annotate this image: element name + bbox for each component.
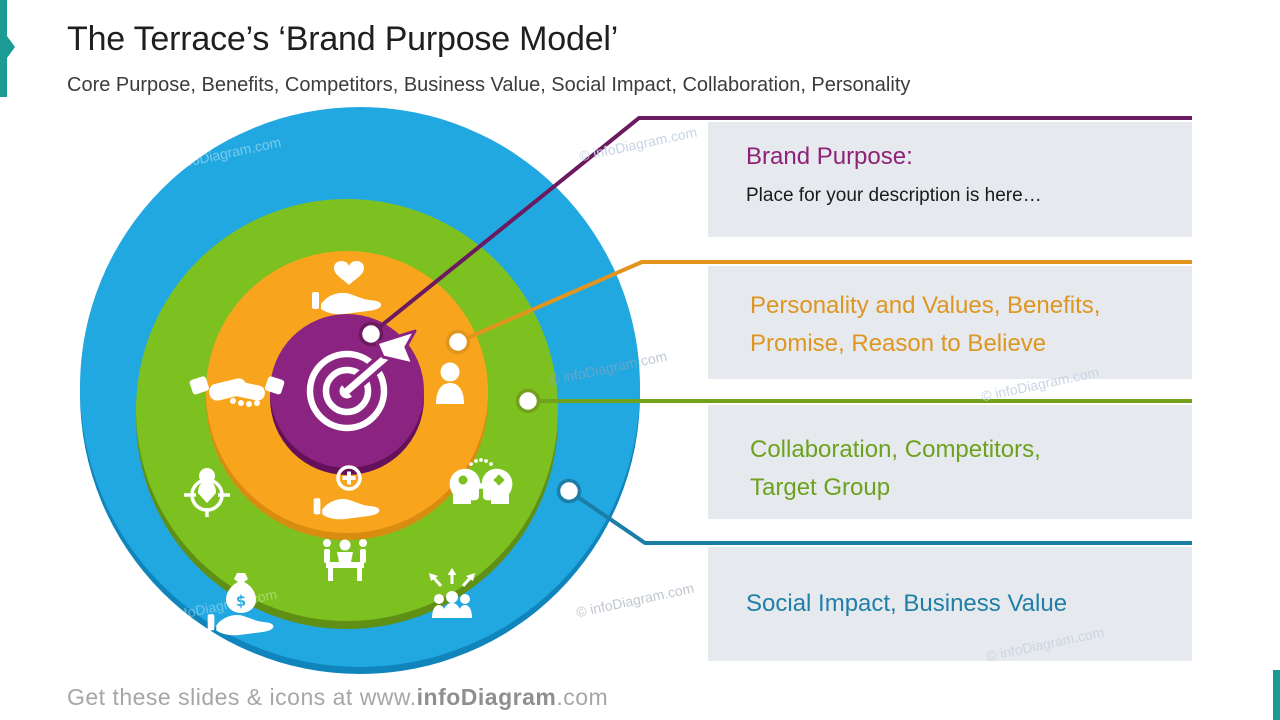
dot-social-impact	[556, 478, 582, 504]
dot-brand-purpose	[358, 321, 384, 347]
connector-social-impact	[567, 489, 1192, 545]
footer-prefix: Get these slides & icons at www.	[67, 684, 417, 710]
page-title: The Terrace’s ‘Brand Purpose Model’	[67, 20, 619, 58]
corner-ribbon-arrow-icon	[7, 36, 15, 58]
target-arrow-icon	[306, 329, 417, 432]
callout-title: Social Impact, Business Value	[746, 590, 1068, 617]
handshake-icon	[189, 376, 285, 407]
callout-title: Personality and Values, Benefits, Promis…	[750, 292, 1101, 357]
callout-description: Place for your description is here…	[746, 185, 1042, 206]
corner-ribbon	[0, 0, 7, 97]
dot-personality	[445, 329, 471, 355]
connector-lines	[369, 116, 1192, 545]
corner-bottom-right-accent	[1273, 670, 1280, 720]
callout-brand-purpose: Brand Purpose: Place for your descriptio…	[708, 122, 1192, 237]
person-icon	[436, 362, 464, 404]
heart-in-hand-icon	[312, 260, 382, 315]
page-subtitle: Core Purpose, Benefits, Competitors, Bus…	[67, 74, 911, 96]
two-heads-communication-icon	[449, 458, 513, 504]
money-bag-hand-icon: $	[207, 573, 274, 636]
callout-collaboration: Collaboration, Competitors, Target Group	[708, 405, 1192, 519]
connector-dots	[358, 321, 582, 504]
care-plus-hand-icon	[313, 465, 380, 520]
callout-title: Collaboration, Competitors, Target Group	[750, 436, 1041, 501]
footer-brand: infoDiagram	[416, 684, 557, 710]
footer-suffix: .com	[556, 684, 609, 710]
connector-personality	[457, 260, 1192, 344]
footer-credit: Get these slides & icons at www.infoDiag…	[67, 684, 608, 711]
dot-collaboration	[515, 388, 541, 414]
team-growth-arrows-icon	[429, 568, 475, 618]
target-person-icon	[184, 468, 230, 517]
callout-personality: Personality and Values, Benefits, Promis…	[708, 266, 1192, 379]
connector-brand-purpose	[369, 116, 1192, 336]
meeting-table-icon	[323, 539, 367, 581]
callout-title: Brand Purpose:	[746, 143, 913, 170]
callout-social-impact: Social Impact, Business Value	[708, 547, 1192, 661]
svg-text:$: $	[236, 592, 246, 610]
rings	[80, 107, 640, 674]
